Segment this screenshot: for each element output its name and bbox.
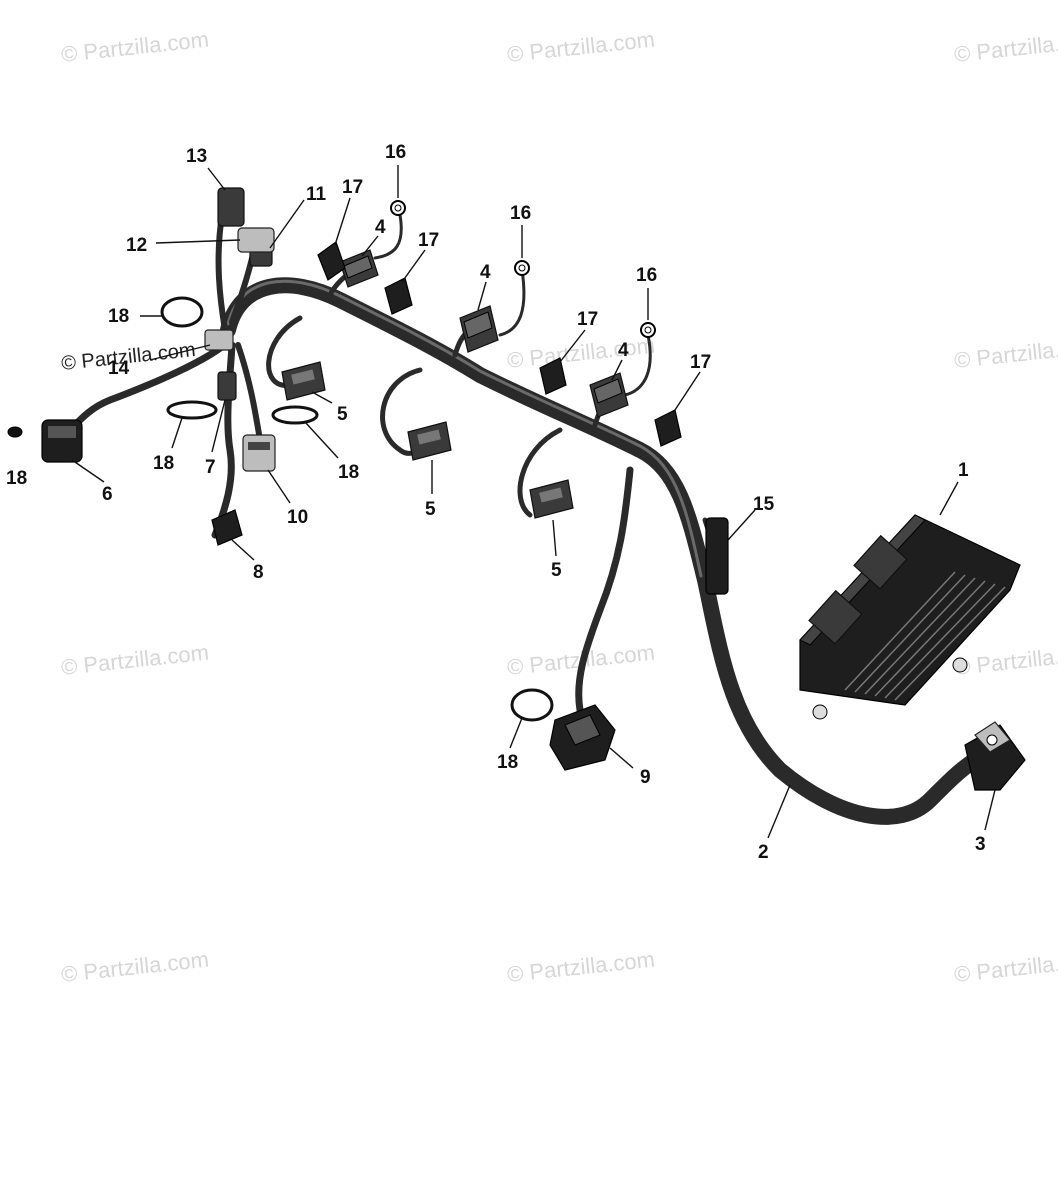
- callout-18b[interactable]: 18: [153, 453, 174, 474]
- connector-9: [549, 704, 616, 771]
- ring-terminal-16a: [390, 200, 406, 216]
- sensor-5a: [281, 361, 326, 401]
- ecm-module: [799, 514, 1021, 720]
- connector-15: [705, 517, 729, 595]
- clip-17c: [539, 357, 567, 395]
- cable-tie-18d: [510, 688, 554, 722]
- connector-12: [237, 227, 275, 253]
- callout-18a[interactable]: 18: [108, 306, 129, 327]
- callout-5a[interactable]: 5: [337, 404, 348, 425]
- callout-15[interactable]: 15: [753, 494, 775, 515]
- callout-12[interactable]: 12: [126, 235, 147, 256]
- callout-17d[interactable]: 17: [690, 352, 711, 373]
- callout-9[interactable]: 9: [640, 767, 651, 788]
- callout-4a[interactable]: 4: [375, 217, 386, 238]
- callout-11[interactable]: 11: [306, 184, 327, 205]
- main-connector: [964, 721, 1026, 791]
- connector-8: [211, 509, 243, 546]
- sensor-5b: [407, 421, 452, 461]
- clip-17b: [384, 277, 413, 315]
- injector-connector-a: [339, 249, 379, 288]
- watermark-text: © Partzilla.com: [953, 27, 1058, 67]
- callout-17b[interactable]: 17: [418, 230, 439, 251]
- callout-8[interactable]: 8: [253, 562, 264, 583]
- callout-17c[interactable]: 17: [577, 309, 598, 330]
- cable-tie-18b: [166, 400, 218, 420]
- watermark-text: © Partzilla.com: [60, 947, 210, 987]
- callout-2[interactable]: 2: [758, 842, 769, 863]
- clip-17d: [654, 409, 682, 447]
- connector-13: [217, 187, 245, 227]
- callout-16a[interactable]: 16: [385, 142, 406, 163]
- watermark-text: © Partzilla.com: [506, 27, 656, 67]
- callout-18d[interactable]: 18: [497, 752, 518, 773]
- connector-7: [217, 371, 237, 401]
- callout-4b[interactable]: 4: [480, 262, 491, 283]
- watermark-text: © Partzilla.com: [506, 947, 656, 987]
- ring-terminal-16b: [514, 260, 530, 276]
- callout-16c[interactable]: 16: [636, 265, 657, 286]
- clip-17a: [317, 241, 346, 281]
- injector-connector-c: [589, 372, 629, 418]
- main-harness: [66, 212, 983, 825]
- watermark-text: © Partzilla.com: [953, 333, 1058, 373]
- callout-13[interactable]: 13: [186, 146, 207, 167]
- callout-5b[interactable]: 5: [425, 499, 436, 520]
- callout-6[interactable]: 6: [102, 484, 113, 505]
- callout-4c[interactable]: 4: [618, 340, 629, 361]
- callout-3[interactable]: 3: [975, 834, 986, 855]
- cable-tie-18c: [271, 405, 319, 425]
- watermark-text: © Partzilla.com: [953, 640, 1058, 680]
- callout-16b[interactable]: 16: [510, 203, 531, 224]
- callout-18c[interactable]: 18: [338, 462, 359, 483]
- watermark-text: © Partzilla.com: [953, 947, 1058, 987]
- watermark-text: © Partzilla.com: [60, 640, 210, 680]
- sensor-5c: [529, 479, 574, 519]
- leader-lines: [71, 165, 996, 839]
- callout-18e[interactable]: 18: [6, 468, 27, 489]
- injector-connector-b: [459, 305, 499, 353]
- callout-labels: 1 2 3 4 4 4 5 5 5 6 7 8 9 10 11 12 13 14…: [6, 142, 986, 863]
- callout-10[interactable]: 10: [287, 507, 308, 528]
- connector-14: [204, 329, 234, 351]
- watermark-text: © Partzilla.com: [60, 27, 210, 67]
- ring-terminal-16c: [640, 322, 656, 338]
- callout-7[interactable]: 7: [205, 457, 216, 478]
- callout-14[interactable]: 14: [108, 358, 130, 379]
- callout-5c[interactable]: 5: [551, 560, 562, 581]
- watermark-text: © Partzilla.com: [506, 333, 656, 373]
- callout-17a[interactable]: 17: [342, 177, 363, 198]
- connector-10: [242, 434, 276, 472]
- callout-1[interactable]: 1: [958, 460, 969, 481]
- cable-tie-18e: [7, 426, 23, 438]
- connector-6: [41, 419, 83, 463]
- cable-tie-18a: [160, 296, 204, 328]
